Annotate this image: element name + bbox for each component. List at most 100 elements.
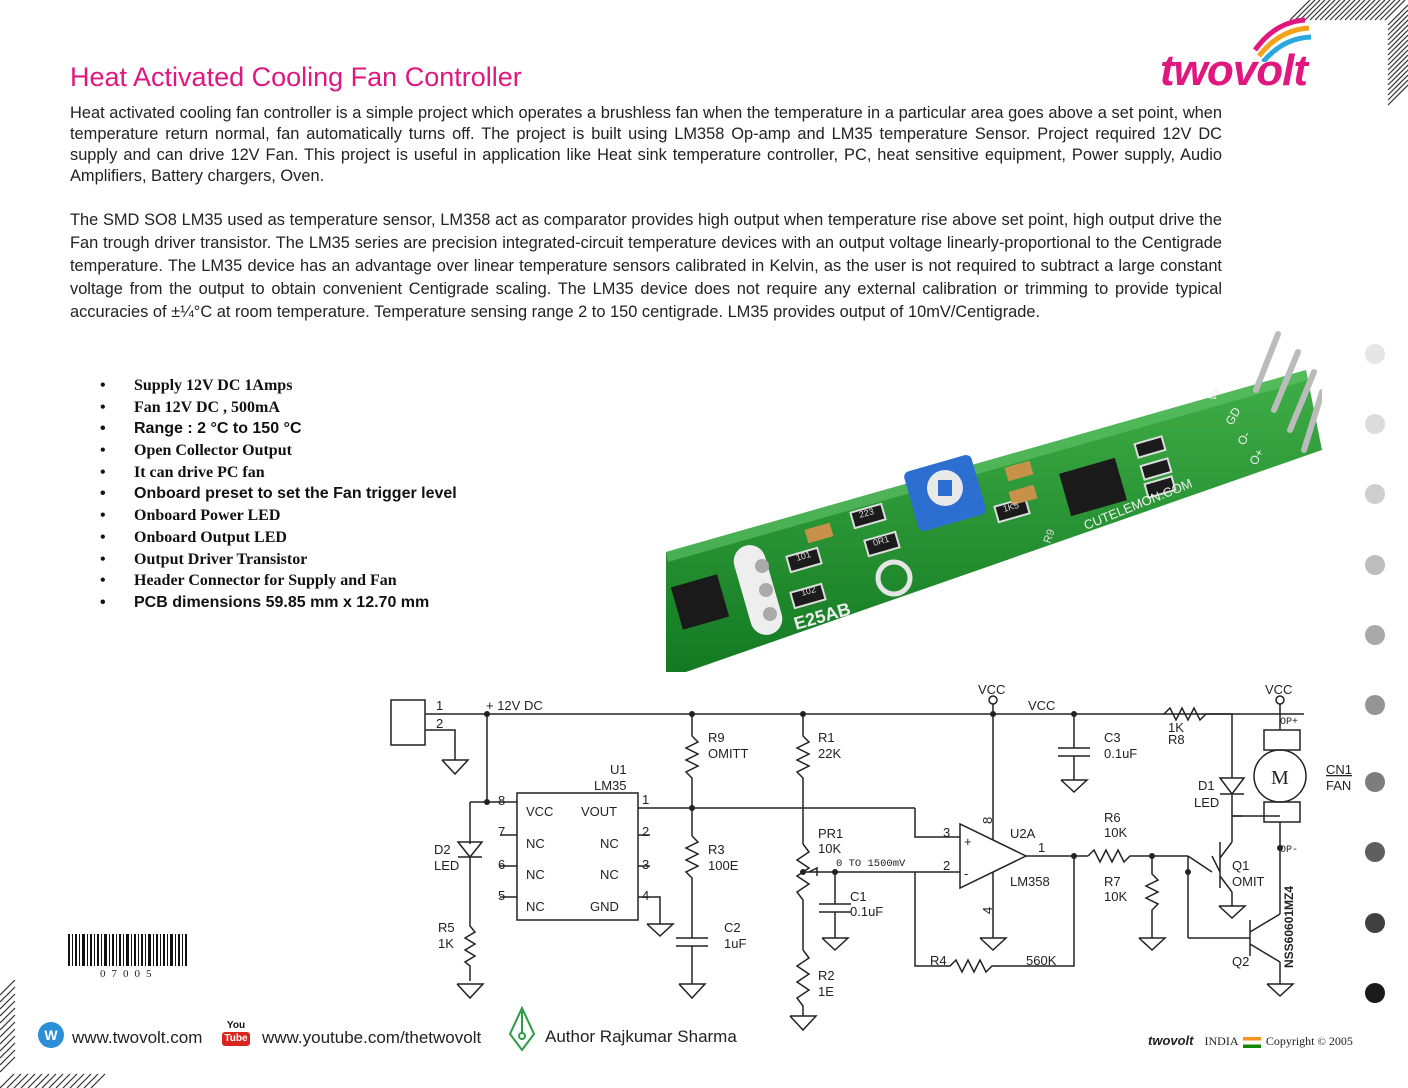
barcode-number: 07005 (100, 968, 158, 980)
c2-ref: C2 (724, 920, 741, 935)
c1-value: 0.1uF (850, 904, 883, 919)
u1-pin-nc: NC (600, 867, 619, 882)
d1-value: LED (1194, 795, 1219, 810)
op-minus-label: OP- (1280, 845, 1298, 856)
pin-3-label: 3 (642, 857, 649, 872)
pcb-photo: E25AB CUTELEMON.COM V+ GD O- O+ 102 101 … (666, 331, 1322, 672)
feature-item: Supply 12V DC 1Amps (100, 375, 457, 397)
q2-ref: Q2 (1232, 954, 1249, 969)
pen-nib-icon (508, 1006, 536, 1052)
fan-motor (1263, 729, 1301, 751)
opamp-pin-2: 2 (943, 858, 950, 873)
silk-vplus: V+ (1204, 383, 1224, 403)
header-pins (1253, 331, 1322, 453)
pin-8-label: 8 (498, 793, 505, 808)
silk-223: 223 (858, 506, 875, 520)
pin-4-label: 4 (642, 888, 649, 903)
mounting-hole (875, 559, 913, 597)
r8-ref: R8 (1168, 732, 1185, 747)
side-dot (1365, 913, 1385, 933)
silk-101: 101 (795, 549, 812, 563)
feature-item: Output Driver Transistor (100, 549, 457, 571)
opamp-pin-1: 1 (1038, 840, 1045, 855)
logo-text: twovolt (1160, 46, 1308, 95)
r6-value: 10K (1104, 825, 1127, 840)
circuit-schematic: 1 2 + 12V DC VCC VCC VCC U1 LM35 VCC VOU… (390, 682, 1352, 1032)
r8-value: 1K (1168, 720, 1184, 735)
side-dot (1365, 695, 1385, 715)
pr1-range: 0 TO 1500mV (836, 858, 906, 870)
feature-item: Onboard preset to set the Fan trigger le… (100, 483, 457, 505)
q1-ref: Q1 (1232, 858, 1249, 873)
youtube-icon[interactable]: You Tube (222, 1020, 250, 1050)
d2-ref: D2 (434, 842, 451, 857)
silk-102a: 102 (800, 584, 817, 598)
u1-pin-nc: NC (526, 899, 545, 914)
corner-hatch-bottom-left (0, 980, 106, 1088)
silk-0r1: 0R1 (872, 534, 891, 548)
u1-pin-nc: NC (526, 836, 545, 851)
u2a-part: LM358 (1010, 874, 1050, 889)
u1-lm35 (516, 792, 639, 921)
q2-value: NSS60601MZ4 (1282, 886, 1296, 968)
d2-value: LED (434, 858, 459, 873)
u1-pin-nc: NC (526, 867, 545, 882)
u1-pin-gnd: GND (590, 899, 619, 914)
opamp-minus: - (964, 866, 968, 881)
pr1-ref: PR1 (818, 826, 843, 841)
intro-paragraph-1: Heat activated cooling fan controller is… (70, 104, 1222, 185)
pin-6-label: 6 (498, 857, 505, 872)
c2-value: 1uF (724, 936, 746, 951)
youtube-link[interactable]: www.youtube.com/thetwovolt (262, 1028, 482, 1047)
opamp-pin-4: 4 (980, 907, 995, 914)
side-dot (1365, 772, 1385, 792)
copyright-icon: © (1317, 1036, 1326, 1048)
side-dot (1365, 842, 1385, 862)
r4-value: 560K (1026, 953, 1057, 968)
pr1-value: 10K (818, 841, 841, 856)
vcc-label: VCC (1028, 698, 1055, 713)
r3-value: 100E (708, 858, 739, 873)
side-dot (1365, 555, 1385, 575)
website-link[interactable]: www.twovolt.com (72, 1028, 203, 1047)
d1-ref: D1 (1198, 778, 1215, 793)
pin-1-label: 1 (436, 698, 443, 713)
side-dot (1365, 625, 1385, 645)
feature-item: It can drive PC fan (100, 462, 457, 484)
q1-value: OMIT (1232, 874, 1265, 889)
r3-ref: R3 (708, 842, 725, 857)
feature-item: PCB dimensions 59.85 mm x 12.70 mm (100, 592, 457, 614)
motor-label: M (1271, 767, 1289, 789)
globe-icon: W (38, 1022, 64, 1048)
lm35-ic (670, 574, 730, 630)
youtube-icon-top: You (226, 1020, 246, 1031)
supply-label: + 12V DC (486, 698, 543, 713)
r2-value: 1E (818, 984, 834, 999)
feature-item: Fan 12V DC , 500mA (100, 397, 457, 419)
r9-ref: R9 (708, 730, 725, 745)
footer-brand: twovolt (1148, 1033, 1194, 1048)
r7-value: 10K (1104, 889, 1127, 904)
author-label: Author Rajkumar Sharma (545, 1027, 737, 1046)
lm358-ic (1059, 457, 1127, 517)
preset-trimmer (904, 454, 986, 532)
barcode (68, 934, 187, 966)
feature-item: Range : 2 °C to 150 °C (100, 418, 457, 440)
u1-pin-vout: VOUT (581, 804, 617, 819)
r1-value: 22K (818, 746, 841, 761)
corner-hatch-top-right (1290, 0, 1408, 106)
footer-country: INDIA (1204, 1034, 1238, 1048)
r6-ref: R6 (1104, 810, 1121, 825)
silk-1k5: 1K5 (1002, 500, 1020, 514)
u1-part: LM35 (594, 778, 627, 793)
twovolt-logo: twovolt (1160, 12, 1380, 98)
vcc-label: VCC (1265, 682, 1292, 697)
opamp-pin-3: 3 (943, 825, 950, 840)
silk-ominus: O- (1234, 429, 1253, 448)
feature-item: Open Collector Output (100, 440, 457, 462)
intro-paragraph-2: The SMD SO8 LM35 used as temperature sen… (70, 211, 1222, 321)
cn1-ref: CN1 (1326, 762, 1352, 777)
u1-ref: U1 (610, 762, 627, 777)
r7-ref: R7 (1104, 874, 1121, 889)
footer-year: 2005 (1328, 1034, 1353, 1048)
